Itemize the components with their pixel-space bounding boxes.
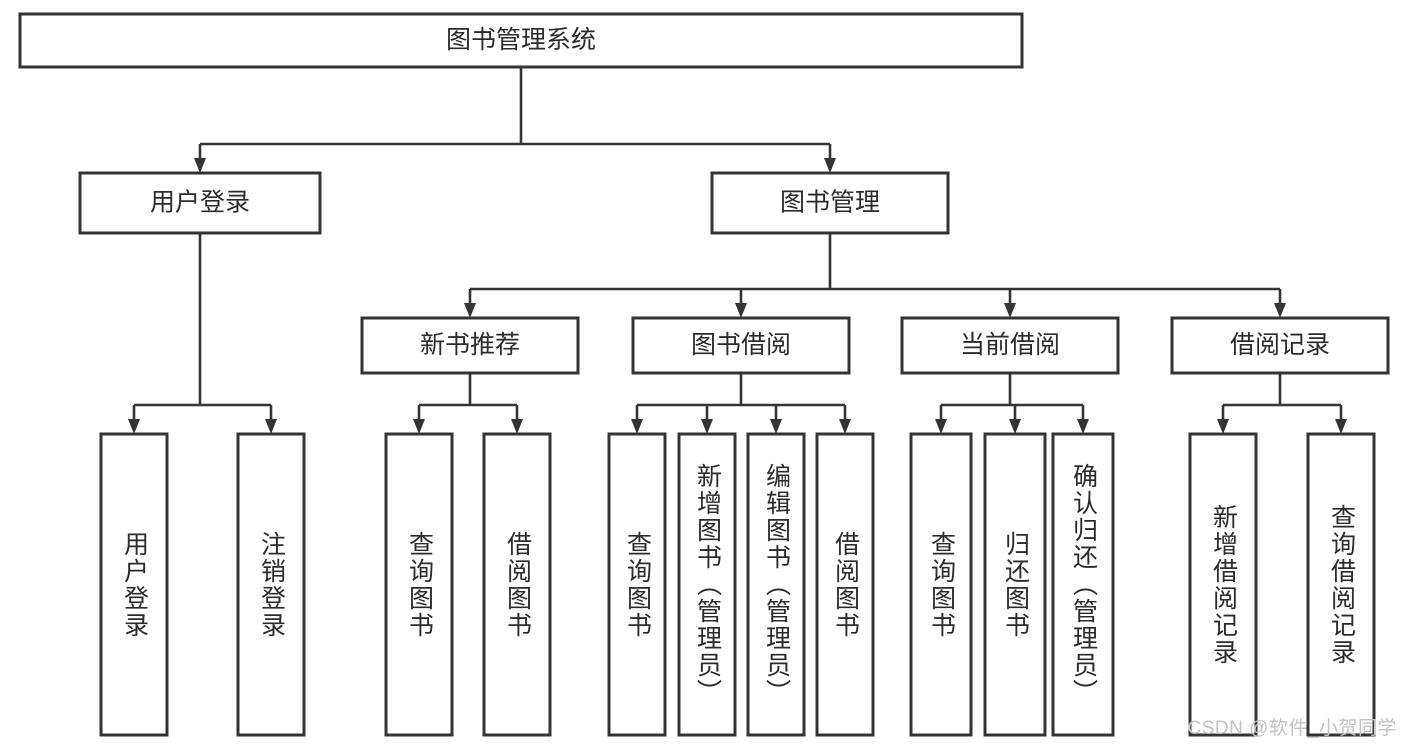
node-box-leaf-user-login bbox=[99, 432, 169, 737]
node-leaf-confirm-return bbox=[1051, 432, 1115, 737]
node-box-leaf-add-book bbox=[677, 432, 737, 737]
node-label-new-book-rec: 新书推荐 bbox=[420, 331, 520, 359]
node-box-leaf-query-record bbox=[1306, 432, 1376, 737]
node-book-manage bbox=[710, 171, 950, 235]
node-root bbox=[18, 12, 1024, 69]
node-book-borrow bbox=[631, 316, 851, 375]
node-leaf-edit-book bbox=[746, 432, 806, 737]
node-leaf-borrow-book-1 bbox=[482, 432, 552, 737]
node-box-leaf-add-record bbox=[1188, 432, 1258, 737]
node-box-book-borrow bbox=[631, 316, 851, 375]
node-leaf-add-record bbox=[1188, 432, 1258, 737]
node-current-borrow bbox=[900, 316, 1120, 375]
node-box-borrow-record bbox=[1170, 316, 1390, 375]
node-box-user-login bbox=[78, 171, 322, 235]
node-box-root bbox=[18, 12, 1024, 69]
node-box-leaf-logout bbox=[236, 432, 306, 737]
node-leaf-borrow-book-2 bbox=[815, 432, 875, 737]
node-leaf-logout bbox=[236, 432, 306, 737]
node-box-leaf-edit-book bbox=[746, 432, 806, 737]
node-leaf-user-login bbox=[99, 432, 169, 737]
node-box-leaf-borrow-book-1 bbox=[482, 432, 552, 737]
node-label-current-borrow: 当前借阅 bbox=[960, 331, 1060, 359]
node-leaf-add-book bbox=[677, 432, 737, 737]
csdn-watermark: CSDN @软件_小贺同学 bbox=[1187, 718, 1397, 739]
node-borrow-record bbox=[1170, 316, 1390, 375]
node-box-leaf-borrow-book-2 bbox=[815, 432, 875, 737]
node-user-login bbox=[78, 171, 322, 235]
node-leaf-query-book-2 bbox=[607, 432, 667, 737]
node-box-book-manage bbox=[710, 171, 950, 235]
node-leaf-query-record bbox=[1306, 432, 1376, 737]
node-box-leaf-query-book-1 bbox=[384, 432, 454, 737]
node-leaf-query-book-3 bbox=[909, 432, 973, 737]
node-box-leaf-return-book bbox=[983, 432, 1047, 737]
node-box-current-borrow bbox=[900, 316, 1120, 375]
node-leaf-query-book-1 bbox=[384, 432, 454, 737]
node-label-book-borrow: 图书借阅 bbox=[691, 331, 791, 359]
node-box-new-book-rec bbox=[360, 316, 580, 375]
node-leaf-return-book bbox=[983, 432, 1047, 737]
node-label-root: 图书管理系统 bbox=[446, 26, 596, 54]
node-label-user-login: 用户登录 bbox=[150, 189, 250, 217]
node-box-leaf-confirm-return bbox=[1051, 432, 1115, 737]
node-box-leaf-query-book-3 bbox=[909, 432, 973, 737]
node-box-leaf-query-book-2 bbox=[607, 432, 667, 737]
node-label-borrow-record: 借阅记录 bbox=[1230, 331, 1330, 359]
node-new-book-rec bbox=[360, 316, 580, 375]
node-label-book-manage: 图书管理 bbox=[780, 189, 880, 217]
